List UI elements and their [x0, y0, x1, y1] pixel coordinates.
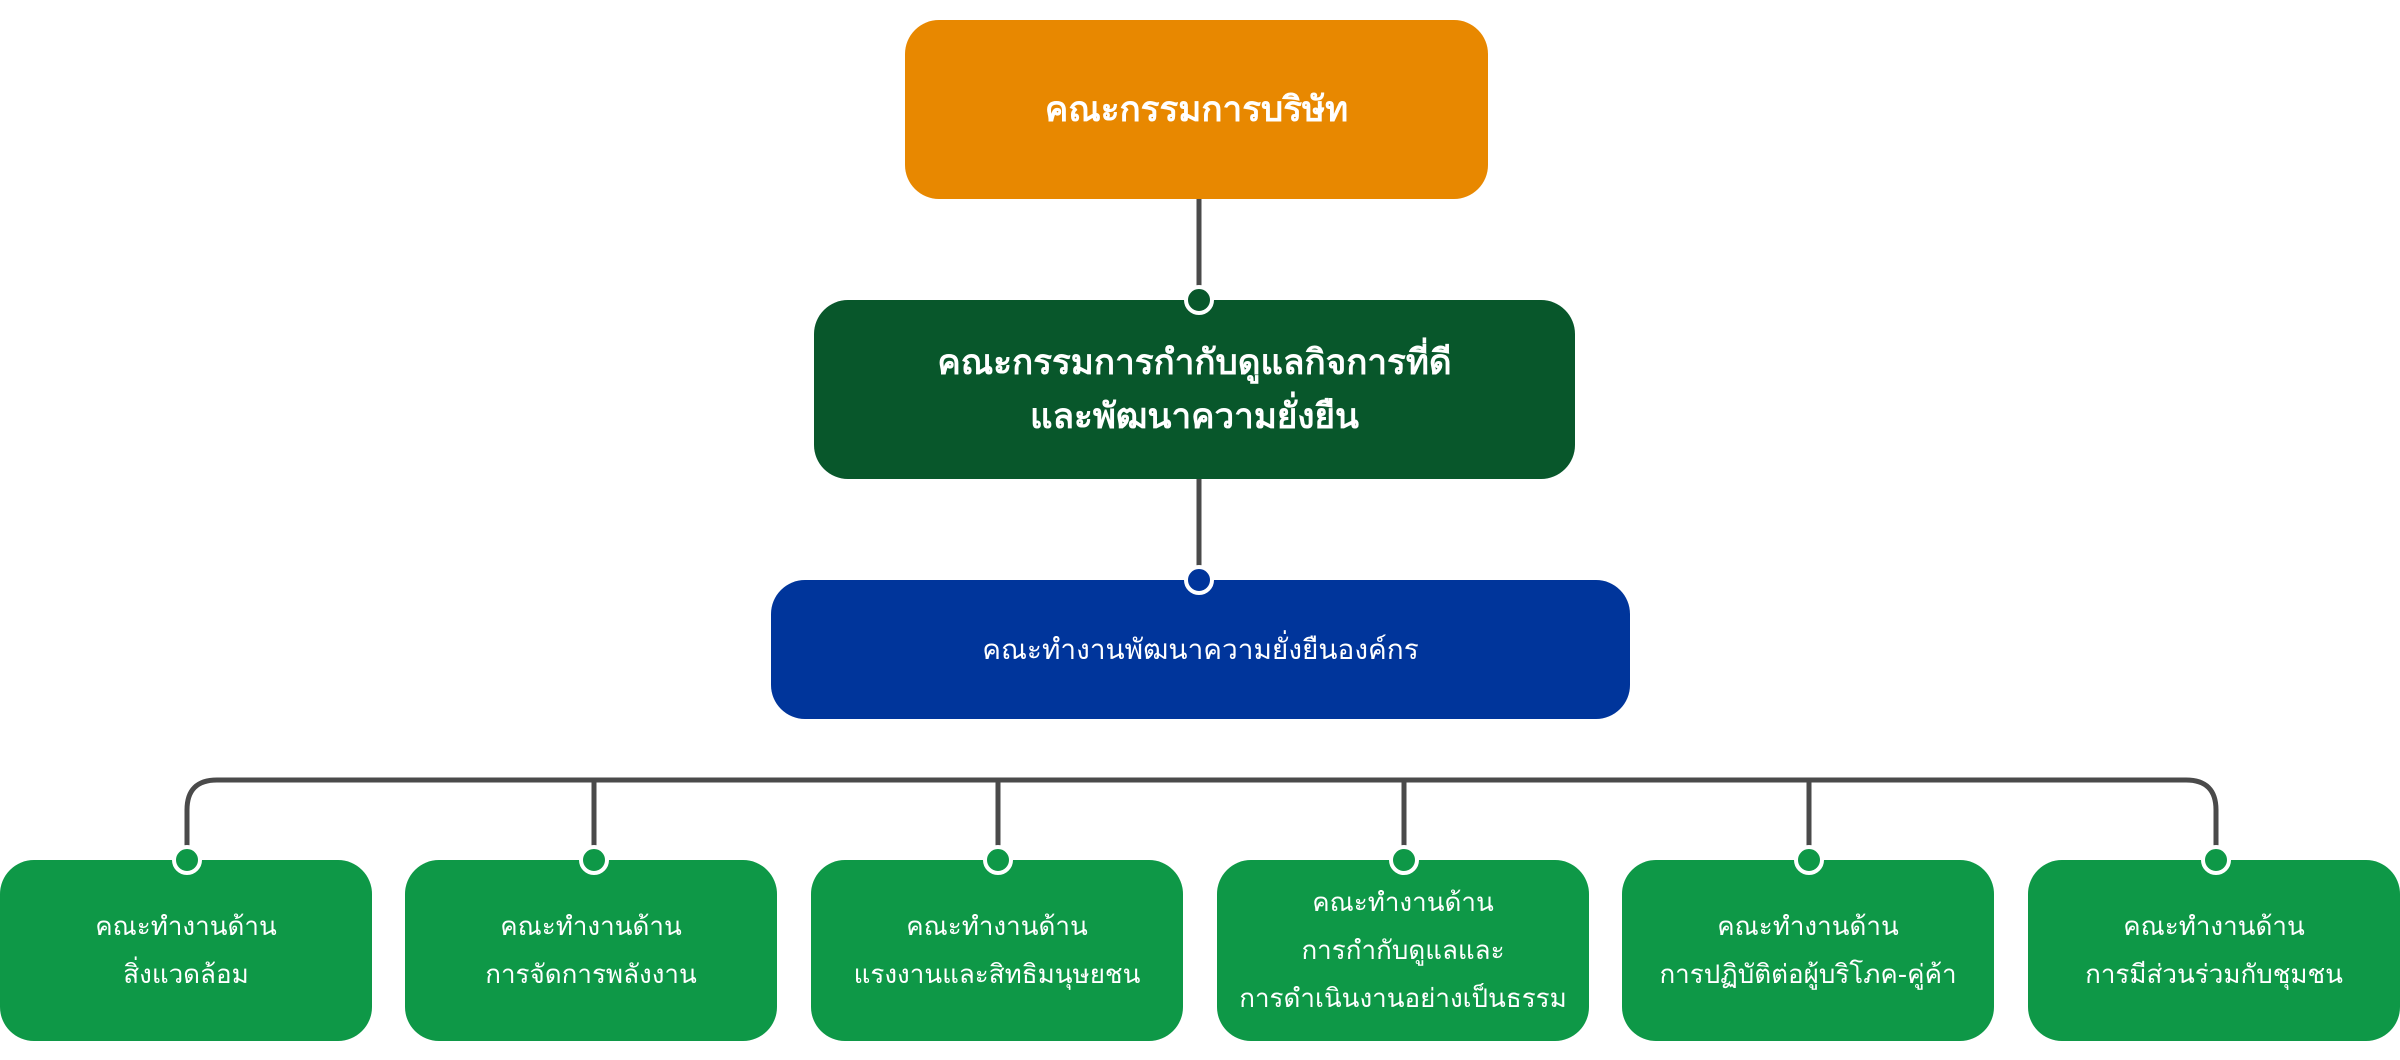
connector-dot — [2201, 845, 2231, 875]
subgroup-energy: คณะทำงานด้าน การจัดการพลังงาน — [405, 860, 777, 1041]
subgroup-label: คณะทำงานด้าน — [2123, 911, 2305, 942]
committee-label-line1: คณะกรรมการกำกับดูแลกิจการที่ดี — [937, 342, 1452, 383]
governance-committee-box: คณะกรรมการกำกับดูแลกิจการที่ดี และพัฒนาค… — [814, 300, 1575, 479]
subgroup-consumers-partners: คณะทำงานด้าน การปฏิบัติต่อผู้บริโภค-คู่ค… — [1622, 860, 1994, 1041]
working-group-label: คณะทำงานพัฒนาความยั่งยืนองค์กร — [982, 632, 1419, 666]
connector-dot — [1184, 285, 1214, 315]
subgroup-label: คณะทำงานด้าน — [906, 911, 1088, 942]
subgroup-labor-human-rights: คณะทำงานด้าน แรงงานและสิทธิมนุษยชน — [811, 860, 1183, 1041]
subgroup-community: คณะทำงานด้าน การมีส่วนร่วมกับชุมชน — [2028, 860, 2400, 1041]
subgroup-label: การปฏิบัติต่อผู้บริโภค-คู่ค้า — [1659, 959, 1957, 990]
subgroup-label: คณะทำงานด้าน — [95, 911, 277, 942]
connector-dot — [983, 845, 1013, 875]
subgroup-label: คณะทำงานด้าน — [1717, 911, 1899, 942]
subgroup-label: การดำเนินงานอย่างเป็นธรรม — [1239, 983, 1567, 1014]
board-of-directors-box: คณะกรรมการบริษัท — [905, 20, 1488, 199]
subgroup-label: การจัดการพลังงาน — [485, 959, 697, 990]
connector-dot — [579, 845, 609, 875]
connector-dot — [1794, 845, 1824, 875]
subgroup-label: แรงงานและสิทธิมนุษยชน — [853, 959, 1141, 990]
connector-dot — [172, 845, 202, 875]
subgroup-label: การมีส่วนร่วมกับชุมชน — [2085, 959, 2343, 990]
connector-bus — [184, 777, 2219, 860]
subgroup-label: คณะทำงานด้าน — [1312, 887, 1494, 918]
connector-dot — [1184, 565, 1214, 595]
committee-label-line2: และพัฒนาความยั่งยืน — [1030, 396, 1359, 437]
subgroup-governance-fair-operations: คณะทำงานด้าน การกำกับดูแลและ การดำเนินงา… — [1217, 860, 1589, 1041]
sustainability-working-group-box: คณะทำงานพัฒนาความยั่งยืนองค์กร — [771, 580, 1630, 719]
connector-dot — [1389, 845, 1419, 875]
subgroup-environment: คณะทำงานด้าน สิ่งแวดล้อม — [0, 860, 372, 1041]
board-label: คณะกรรมการบริษัท — [1044, 90, 1349, 130]
subgroup-label: การกำกับดูแลและ — [1301, 935, 1505, 966]
subgroup-label: คณะทำงานด้าน — [500, 911, 682, 942]
subgroup-label: สิ่งแวดล้อม — [123, 959, 249, 990]
